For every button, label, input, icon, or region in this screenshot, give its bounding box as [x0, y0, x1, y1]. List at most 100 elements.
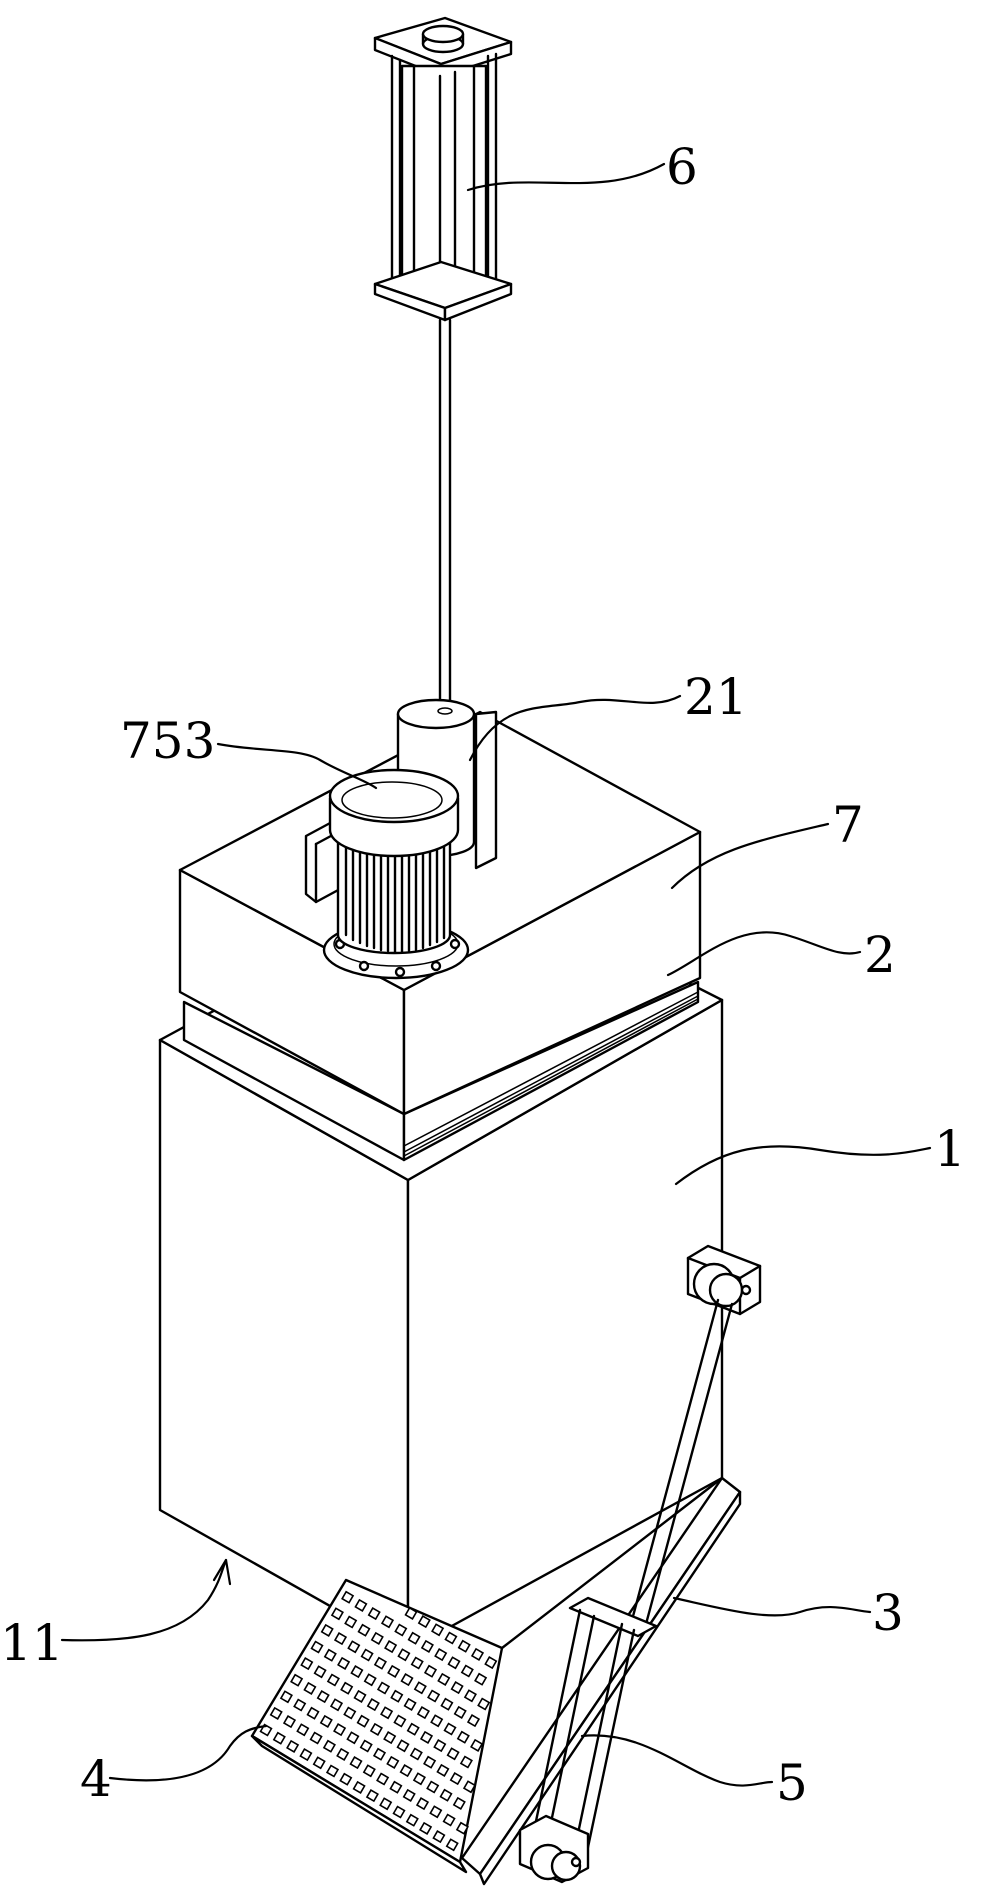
screen-hole [383, 1731, 397, 1745]
screen-hole [434, 1648, 448, 1662]
screen-hole [453, 1705, 467, 1719]
screen-hole [432, 1830, 446, 1844]
screen-hole [460, 1664, 474, 1678]
screen-hole [412, 1772, 426, 1786]
screen-hole [346, 1731, 360, 1745]
screen-hole [376, 1681, 391, 1695]
screen-hole [389, 1780, 403, 1794]
screen-hole [312, 1756, 326, 1770]
screen-hole [386, 1755, 400, 1769]
screen-hole [359, 1739, 373, 1753]
screen-hole [330, 1607, 344, 1621]
screen-hole [394, 1623, 408, 1637]
screen-hole [420, 1639, 434, 1653]
screen-hole [423, 1664, 438, 1678]
screen-hole [322, 1739, 336, 1753]
screen-hole [387, 1664, 401, 1678]
screen-hole [436, 1763, 450, 1777]
label-5: 5 [776, 1754, 808, 1812]
screen-hole [419, 1730, 434, 1744]
screen-hole [344, 1615, 358, 1629]
leader-5 [580, 1734, 774, 1787]
screen-holes [259, 1590, 498, 1852]
screen-hole [470, 1738, 484, 1752]
screen-hole [269, 1706, 283, 1720]
screen-hole [399, 1764, 413, 1778]
screen-hole [380, 1615, 395, 1629]
screen-hole [354, 1598, 368, 1612]
screen-hole [457, 1639, 471, 1653]
screen-hole [423, 1755, 437, 1769]
screen-hole [396, 1739, 410, 1753]
screen-hole [443, 1722, 457, 1736]
screen-hole [323, 1648, 337, 1662]
screen-hole [379, 1797, 393, 1811]
screen-hole [303, 1681, 317, 1695]
screen-hole [406, 1722, 420, 1736]
screen-hole [477, 1697, 491, 1711]
screen-hole [366, 1698, 380, 1712]
screen-hole [349, 1756, 363, 1770]
label-2: 2 [864, 926, 896, 984]
screen-hole [362, 1764, 376, 1778]
screen-hole [340, 1681, 354, 1695]
screen-hole [309, 1731, 323, 1745]
cylinder-6 [373, 16, 513, 710]
screen-hole [405, 1813, 419, 1827]
screen-hole [415, 1797, 430, 1811]
screen-hole [474, 1672, 488, 1686]
screen-hole [325, 1764, 340, 1778]
label-4: 4 [80, 1750, 112, 1808]
screen-hole [286, 1739, 300, 1753]
screen-hole [439, 1788, 453, 1802]
screen-hole [437, 1672, 451, 1686]
leader-4 [108, 1724, 268, 1782]
leader-753 [216, 742, 378, 790]
screen-hole [427, 1689, 441, 1703]
screen-hole [316, 1690, 330, 1704]
screen-hole [343, 1706, 357, 1720]
leader-lines [60, 162, 932, 1787]
screen-hole [426, 1780, 440, 1794]
screen-hole [419, 1821, 433, 1835]
screen-hole [417, 1615, 431, 1629]
screen-hole [370, 1631, 384, 1645]
screen-hole [397, 1648, 411, 1662]
screen-hole [450, 1681, 464, 1695]
screen-hole [445, 1838, 459, 1852]
screen-hole [333, 1632, 348, 1646]
screen-hole [353, 1689, 367, 1703]
screen-hole [459, 1755, 473, 1769]
screen-hole [463, 1689, 477, 1703]
rocker-5 [518, 1244, 762, 1884]
reference-labels: 6 21 753 7 2 1 3 11 4 5 [0, 138, 966, 1812]
screen-hole [456, 1730, 470, 1744]
screen-hole [455, 1821, 469, 1835]
screen-hole [416, 1706, 430, 1720]
screen-hole [306, 1706, 320, 1720]
screen-hole [299, 1748, 313, 1762]
screen-hole [404, 1606, 418, 1620]
screen-hole [402, 1788, 416, 1802]
screen-hole [347, 1640, 361, 1654]
screen-hole [409, 1747, 423, 1761]
screen-hole [337, 1656, 351, 1670]
screen-hole [336, 1747, 350, 1761]
screen-hole [333, 1723, 347, 1737]
screen-hole [300, 1657, 314, 1671]
leader-3 [672, 1596, 872, 1617]
leader-1 [674, 1145, 932, 1186]
label-7: 7 [832, 796, 864, 854]
screen-hole [326, 1673, 340, 1687]
screen-hole [339, 1772, 353, 1786]
screen-hole [360, 1648, 374, 1662]
leader-6 [466, 162, 666, 192]
screen-hole [356, 1714, 370, 1728]
screen-hole [392, 1805, 406, 1819]
label-21: 21 [684, 668, 748, 726]
screen-hole [369, 1722, 383, 1736]
label-11: 11 [0, 1614, 64, 1672]
screen-hole [452, 1796, 466, 1810]
screen-hole [293, 1698, 307, 1712]
